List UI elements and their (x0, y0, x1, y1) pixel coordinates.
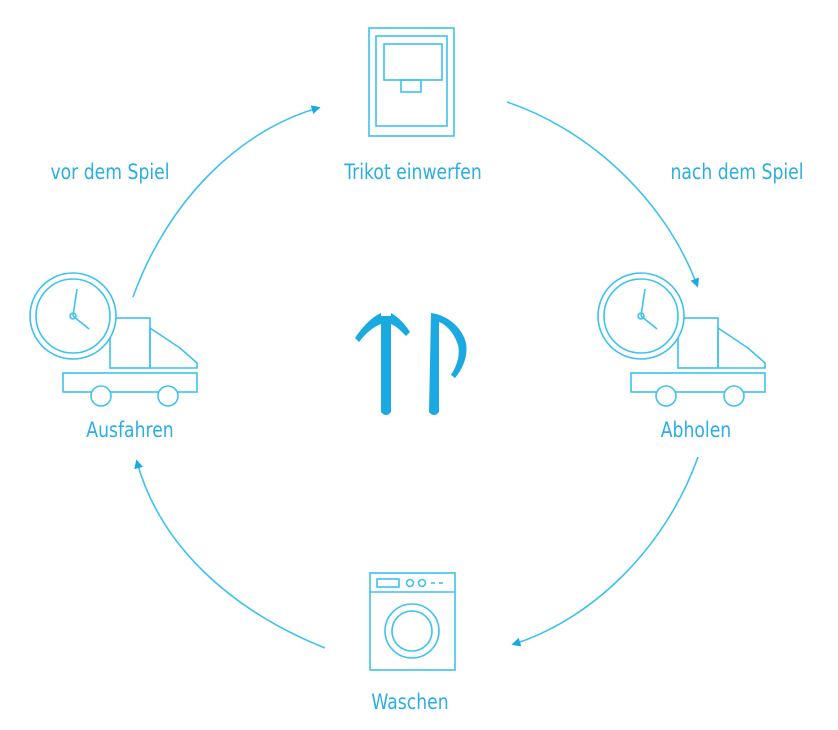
arrow-ausfahren-to-trikot (132, 105, 321, 298)
clock-truck-icon-left (29, 272, 198, 407)
cycle-arrows (132, 101, 699, 649)
arrow-abholen-to-waschen (511, 456, 699, 647)
step-label-trikot-einwerfen: Trikot einwerfen (344, 160, 482, 184)
dropbox-icon (368, 27, 455, 137)
step-label-ausfahren: Ausfahren (86, 418, 174, 442)
step-label-abholen: Abholen (660, 418, 732, 442)
clock-truck-icon-right (597, 272, 766, 407)
arrow-trikot-to-abholen (506, 101, 699, 288)
step-label-waschen: Waschen (371, 690, 449, 714)
tp-logo-icon (355, 313, 467, 415)
edge-label-after-game: nach dem Spiel (670, 160, 804, 184)
arrow-waschen-to-ausfahren (134, 459, 326, 649)
edge-label-before-game: vor dem Spiel (50, 160, 170, 184)
washing-machine-icon (369, 572, 456, 671)
